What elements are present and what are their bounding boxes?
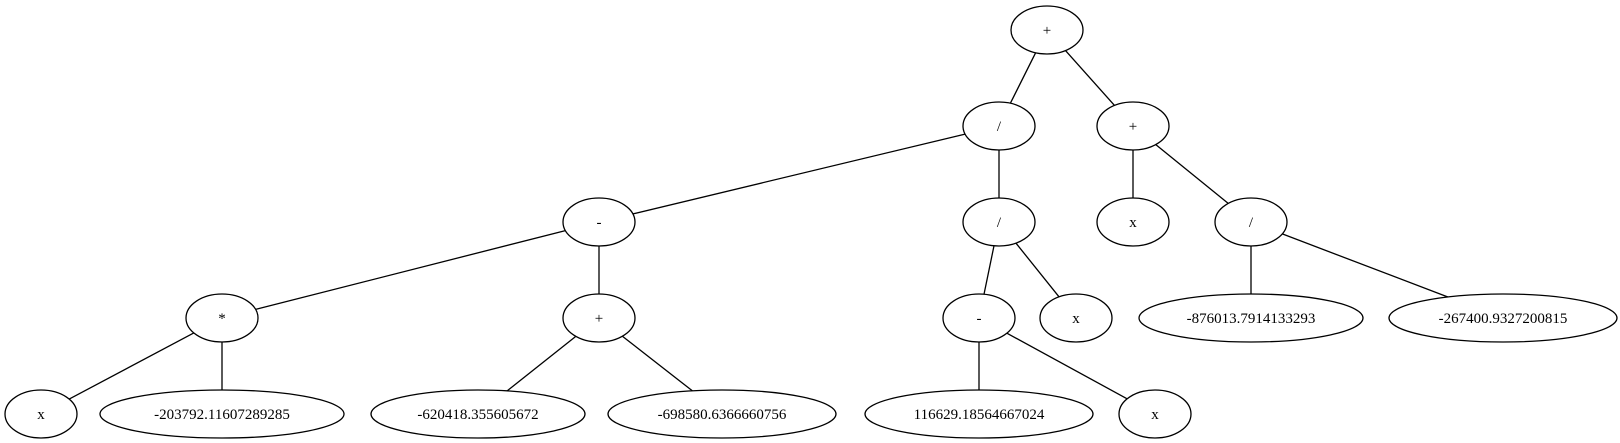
tree-node-label: -876013.7914133293 — [1187, 311, 1316, 327]
tree-node-times: * — [185, 293, 259, 343]
tree-node-ellipse — [1138, 293, 1364, 343]
tree-node-label: / — [1249, 215, 1254, 231]
edges-layer — [68, 50, 1449, 400]
tree-node-ellipse — [4, 389, 78, 439]
tree-node-ellipse — [1388, 293, 1618, 343]
tree-edge-n4-n10 — [1015, 242, 1060, 298]
tree-node-label: + — [1129, 119, 1137, 135]
tree-node-label: -698580.6366660756 — [658, 407, 787, 423]
tree-node-ellipse — [1010, 5, 1084, 55]
tree-edge-n8-n15 — [506, 335, 577, 392]
tree-node-constant-116629-18564667024: 116629.18564667024 — [864, 389, 1094, 439]
tree-node-divide: / — [962, 197, 1036, 247]
tree-node-minus: - — [942, 293, 1016, 343]
tree-edge-n6-n12 — [1282, 233, 1449, 298]
tree-node-constant-203792-11607289285: -203792.11607289285 — [99, 389, 345, 439]
tree-node-ellipse — [99, 389, 345, 439]
tree-node-label: x — [1151, 407, 1159, 423]
tree-node-ellipse — [1096, 197, 1170, 247]
tree-edge-n9-n18 — [1006, 332, 1128, 400]
tree-node-plus: + — [562, 293, 636, 343]
tree-node-label: -620418.355605672 — [417, 407, 538, 423]
tree-node-label: x — [1072, 311, 1080, 327]
tree-node-variable-x: x — [1039, 293, 1113, 343]
nodes-layer: + / + - / x / * + - x -876013.7914133293 -267400.932… — [4, 5, 1618, 439]
tree-edge-n7-n13 — [68, 332, 195, 400]
tree-node-label: -203792.11607289285 — [154, 407, 290, 423]
tree-node-ellipse — [607, 389, 837, 439]
tree-node-label: + — [1043, 23, 1051, 39]
tree-node-minus: - — [562, 197, 636, 247]
tree-node-ellipse — [185, 293, 259, 343]
tree-node-ellipse — [1118, 389, 1192, 439]
tree-node-label: / — [997, 119, 1002, 135]
tree-node-ellipse — [562, 197, 636, 247]
tree-edge-n0-n1 — [1009, 52, 1037, 104]
tree-edge-n3-n7 — [255, 229, 566, 311]
tree-node-ellipse — [1096, 101, 1170, 151]
tree-node-ellipse — [370, 389, 586, 439]
tree-node-label: x — [37, 407, 45, 423]
tree-node-label: - — [977, 311, 982, 327]
tree-node-label: 116629.18564667024 — [914, 407, 1045, 423]
tree-node-label: x — [1129, 215, 1137, 231]
tree-node-variable-x: x — [1118, 389, 1192, 439]
tree-edge-n8-n16 — [621, 335, 693, 392]
tree-node-constant-620418-355605672: -620418.355605672 — [370, 389, 586, 439]
tree-edge-n4-n9 — [983, 245, 995, 295]
tree-node-constant-698580-6366660756: -698580.6366660756 — [607, 389, 837, 439]
tree-node-ellipse — [962, 101, 1036, 151]
tree-node-ellipse — [1214, 197, 1288, 247]
tree-node-label: - — [597, 215, 602, 231]
tree-node-constant-876013-7914133293: -876013.7914133293 — [1138, 293, 1364, 343]
tree-node-variable-x: x — [4, 389, 78, 439]
tree-node-label: -267400.9327200815 — [1439, 311, 1568, 327]
tree-node-ellipse — [562, 293, 636, 343]
tree-node-divide: / — [1214, 197, 1288, 247]
tree-node-label: / — [997, 215, 1002, 231]
tree-node-divide: / — [962, 101, 1036, 151]
tree-node-ellipse — [864, 389, 1094, 439]
tree-edge-n2-n6 — [1155, 144, 1229, 204]
tree-node-ellipse — [942, 293, 1016, 343]
tree-node-label: + — [595, 311, 603, 327]
tree-node-label: * — [218, 311, 226, 327]
tree-node-plus: + — [1096, 101, 1170, 151]
tree-node-variable-x: x — [1096, 197, 1170, 247]
tree-node-plus: + — [1010, 5, 1084, 55]
tree-edge-n1-n3 — [632, 133, 966, 215]
tree-node-ellipse — [1039, 293, 1113, 343]
tree-edge-n0-n2 — [1065, 50, 1115, 106]
tree-node-constant-267400-9327200815: -267400.9327200815 — [1388, 293, 1618, 343]
tree-node-ellipse — [962, 197, 1036, 247]
